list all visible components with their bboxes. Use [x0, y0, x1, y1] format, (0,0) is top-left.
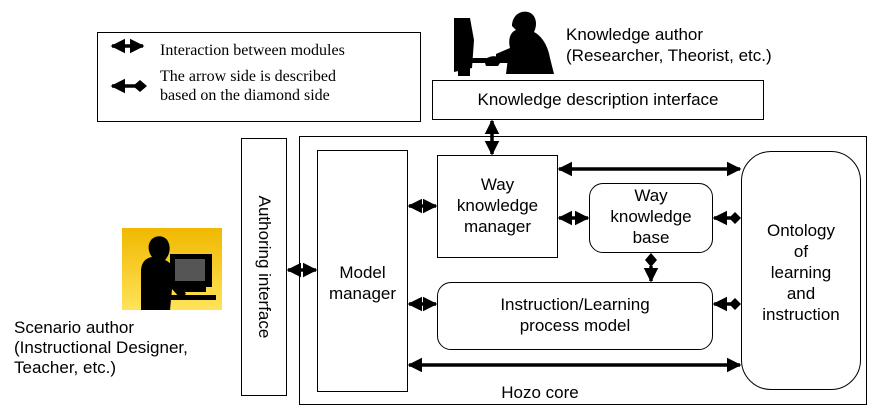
way-knowledge-base-box	[589, 183, 713, 253]
process-model-line2: process model	[519, 316, 631, 335]
ontology-line5: instruction	[762, 305, 840, 324]
model-manager-line1: Model	[339, 263, 386, 282]
knowledge-description-interface-label: Knowledge description interface	[477, 90, 719, 109]
ontology-box	[741, 151, 861, 390]
way-knowledge-manager-line2: knowledge	[456, 196, 539, 215]
legend-box	[97, 32, 421, 122]
ontology-line4: and	[786, 284, 816, 303]
legend-arrow-diamond-icon	[110, 78, 147, 94]
knowledge-description-interface-box	[432, 80, 764, 120]
way-knowledge-manager-line3: manager	[463, 217, 532, 236]
legend-interaction-text: Interaction between modules	[160, 42, 345, 59]
scenario-author-icon	[122, 228, 222, 310]
arrow-wkb-to-process	[643, 253, 659, 283]
scenario-author-label: Scenario author	[14, 318, 135, 337]
scenario-author-roles-line2: Teacher, etc.)	[14, 358, 117, 377]
ontology-line2: of	[793, 242, 809, 261]
way-knowledge-base-line2: knowledge	[610, 207, 692, 226]
way-knowledge-manager-line1: Way	[480, 175, 515, 194]
way-knowledge-base-line3: base	[632, 228, 670, 247]
ontology-line1: Ontology	[766, 221, 836, 240]
process-model-line1: Instruction/Learning	[500, 295, 650, 314]
arrow-ontology-to-process	[712, 296, 741, 312]
ontology-line3: learning	[770, 263, 832, 282]
model-manager-box	[317, 150, 408, 392]
authoring-interface-box	[241, 138, 287, 396]
legend-arrow-desc-line2: based on the diamond side	[160, 87, 330, 104]
hozo-core-label: Hozo core	[501, 383, 579, 402]
knowledge-author-label: Knowledge author	[566, 25, 704, 44]
process-model-box	[437, 282, 713, 350]
model-manager-line2: manager	[328, 284, 397, 303]
legend-arrow-desc-line1: The arrow side is described	[160, 68, 336, 85]
knowledge-author-icon	[454, 11, 554, 76]
way-knowledge-base-line1: Way	[634, 186, 668, 205]
scenario-author-roles-line1: (Instructional Designer,	[14, 338, 188, 357]
arrow-ontology-to-wkb	[712, 210, 741, 226]
way-knowledge-manager-box	[437, 155, 558, 258]
knowledge-author-roles: (Researcher, Theorist, etc.)	[566, 46, 772, 65]
